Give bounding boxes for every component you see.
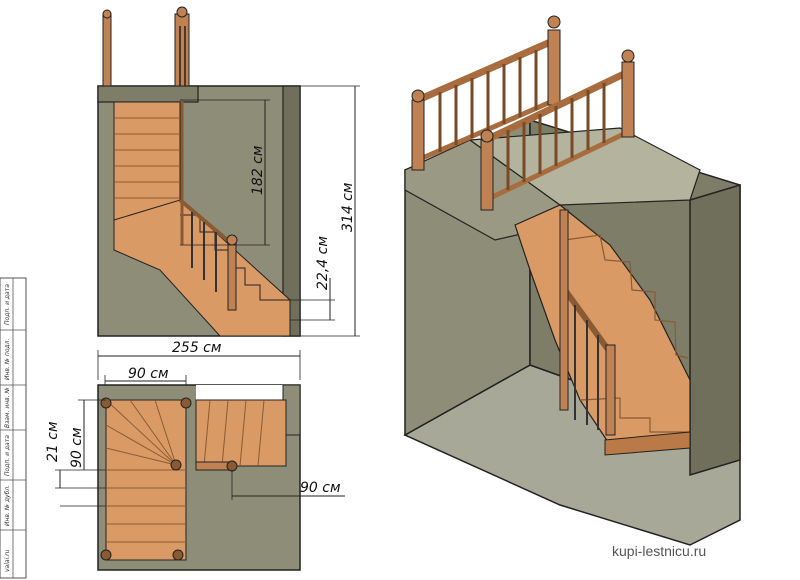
top-newel-left — [102, 13, 112, 87]
elevation-handrail — [178, 198, 234, 246]
isometric-view — [403, 15, 741, 546]
dim-height-upper: 182 см — [250, 145, 266, 195]
iso-top-rail-front — [416, 36, 557, 104]
title-cell-6: valai.ru — [4, 549, 11, 572]
plan-view: 255 см 90 см — [45, 340, 345, 571]
iso-stair-handrail — [562, 288, 615, 357]
plan-lower-flight — [105, 399, 187, 561]
title-cell-1: Подп. и дата — [4, 284, 11, 325]
title-block: Подп. и дата Инв. № подл. Взам. инв. № П… — [0, 277, 27, 579]
dim-total-height: 314 см — [340, 182, 356, 232]
top-newel-right — [174, 13, 190, 87]
title-cell-3: Взам. инв. № — [4, 387, 11, 428]
side-elevation-view: 182 см 22,4 см 314 см — [97, 6, 360, 337]
dim-tread-depth: 21 см — [45, 421, 61, 462]
title-cell-5: Инв. № дубл. — [4, 485, 11, 526]
dim-overall-width: 255 см — [172, 340, 222, 356]
title-cell-2: Инв. № подл. — [4, 339, 11, 380]
title-cell-4: Подп. и дата — [4, 435, 11, 476]
dim-landing-width: 90 см — [300, 480, 341, 496]
dim-winder-width: 90 см — [69, 427, 85, 468]
dim-step-height: 22,4 см — [315, 236, 331, 290]
watermark-text: kupi-lestnicu.ru — [612, 543, 706, 559]
dim-flight-width: 90 см — [128, 366, 169, 382]
upper-flight — [113, 101, 181, 221]
